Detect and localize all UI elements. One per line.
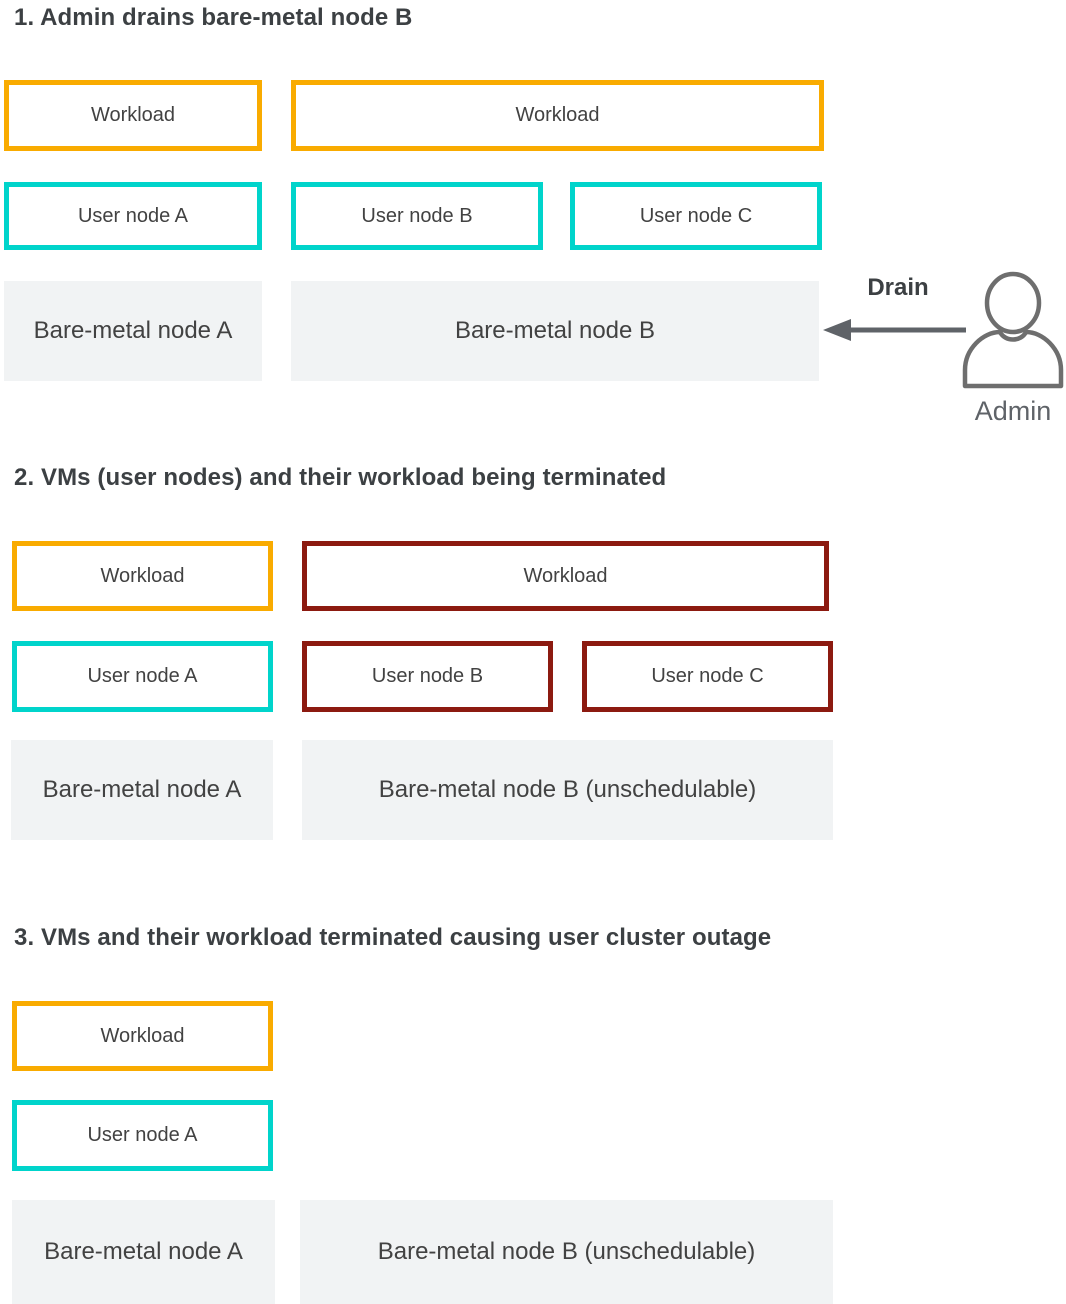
s2-workload-node-bc-box-terminated: Workload	[302, 541, 829, 611]
section-2-title: 2. VMs (user nodes) and their workload b…	[14, 464, 667, 491]
s2-user-node-c-box-terminated: User node C	[582, 641, 833, 712]
section-3-title: 3. VMs and their workload terminated cau…	[14, 924, 772, 951]
s3-bare-metal-node-a-box: Bare-metal node A	[12, 1200, 275, 1304]
s3-workload-node-a-box: Workload	[12, 1001, 273, 1071]
s1-user-node-b-box: User node B	[291, 182, 543, 250]
drain-label: Drain	[867, 274, 929, 301]
s2-user-node-a-box: User node A	[12, 641, 273, 712]
admin-label: Admin	[974, 396, 1052, 426]
s2-bare-metal-node-a-box: Bare-metal node A	[11, 740, 273, 840]
s2-workload-node-a-box: Workload	[12, 541, 273, 611]
s1-workload-node-a-box: Workload	[4, 80, 262, 151]
s1-bare-metal-node-a-box: Bare-metal node A	[4, 281, 262, 381]
s1-workload-node-bc-box: Workload	[291, 80, 824, 151]
s2-bare-metal-node-b-box: Bare-metal node B (unschedulable)	[302, 740, 833, 840]
s1-user-node-a-box: User node A	[4, 182, 262, 250]
s3-user-node-a-box: User node A	[12, 1100, 273, 1171]
s1-user-node-c-box: User node C	[570, 182, 822, 250]
s1-bare-metal-node-b-box: Bare-metal node B	[291, 281, 819, 381]
s3-bare-metal-node-b-box: Bare-metal node B (unschedulable)	[300, 1200, 833, 1304]
s2-user-node-b-box-terminated: User node B	[302, 641, 553, 712]
drain-arrow-icon	[823, 319, 966, 341]
section-1-title: 1. Admin drains bare-metal node B	[14, 4, 413, 31]
admin-person-icon	[962, 271, 1064, 389]
